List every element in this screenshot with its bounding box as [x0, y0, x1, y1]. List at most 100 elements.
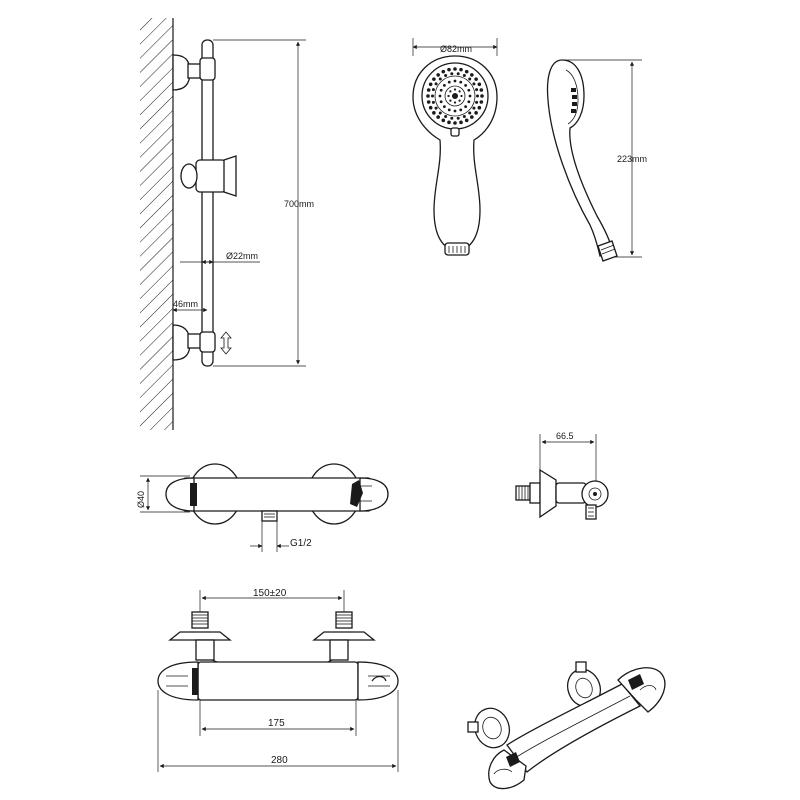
left-inlet [168, 611, 232, 661]
front-temperature-knob [157, 661, 199, 701]
spray-nozzle [438, 94, 442, 98]
riser-rail [201, 39, 214, 367]
isometric-body [506, 683, 642, 773]
elbow-flange [539, 468, 557, 519]
spray-nozzle [449, 99, 452, 102]
wall-offset-label: 46mm [173, 299, 198, 309]
spray-nozzle [431, 94, 434, 98]
spray-nozzle [462, 74, 466, 78]
spray-nozzle [428, 82, 433, 87]
spray-nozzle [467, 100, 471, 104]
spray-nozzle [470, 73, 474, 77]
spray-nozzle [434, 106, 438, 110]
front-flow-knob [357, 661, 399, 701]
spray-nozzle [459, 67, 463, 72]
spray-nozzle [436, 115, 440, 119]
spray-nozzle [453, 101, 457, 104]
outlet-connector [261, 510, 278, 522]
spray-nozzle [439, 88, 443, 92]
spray-nozzle [476, 94, 479, 98]
spray-nozzle [453, 88, 457, 91]
adjust-arrow-icon [220, 331, 232, 355]
slider-bracket [180, 155, 237, 197]
spray-nozzle [426, 88, 431, 92]
spray-nozzle [453, 79, 457, 83]
bar-diameter-label: Ø22mm [226, 251, 258, 261]
spray-nozzle [447, 108, 451, 112]
spray-nozzle [477, 82, 482, 87]
spray-nozzle [444, 74, 448, 78]
spray-nozzle [447, 67, 451, 72]
spray-nozzle [438, 77, 442, 81]
spray-nozzle [477, 105, 482, 110]
valve-front-view: 150±20 [157, 588, 399, 772]
spray-nozzle [456, 116, 460, 120]
spray-nozzle [431, 88, 435, 92]
handset-side-view: 223mm [546, 59, 647, 262]
spray-nozzle [436, 73, 440, 77]
spray-nozzle [467, 88, 471, 92]
spray-nozzle [444, 114, 448, 118]
elbow-depth-label: 66.5 [556, 431, 574, 441]
body-length-label: 175 [268, 718, 285, 729]
spray-nozzle [475, 100, 479, 104]
spray-nozzle [459, 120, 463, 125]
handset-length-label: 223mm [617, 154, 647, 164]
spray-nozzle [468, 111, 472, 115]
right-inlet [312, 611, 376, 661]
spray-nozzle [480, 94, 484, 98]
spray-nozzle [459, 80, 463, 84]
spray-nozzle [442, 83, 446, 87]
spray-nozzle [460, 94, 463, 98]
spray-nozzle [426, 100, 431, 104]
centres-label: 150±20 [253, 588, 287, 599]
spray-nozzle [479, 100, 484, 104]
spray-nozzle [441, 118, 446, 123]
spray-nozzle [474, 77, 478, 81]
thread-size-label: G1/2 [290, 538, 312, 549]
spray-nozzle [431, 100, 435, 104]
spray-nozzle [438, 111, 442, 115]
spray-nozzle [458, 99, 461, 102]
spray-nozzle [428, 105, 433, 110]
isometric-flow-knob [617, 667, 666, 713]
head-diameter-label: Ø82mm [440, 44, 472, 54]
spray-nozzle [464, 105, 468, 109]
handset-profile [546, 59, 614, 257]
spray-nozzle [458, 90, 461, 93]
spray-nozzle [453, 121, 457, 125]
spray-nozzle [434, 82, 438, 86]
wall-hatching [140, 18, 173, 430]
spray-nozzle [459, 108, 463, 112]
spray-nozzle [462, 114, 466, 118]
spray-nozzle [442, 105, 446, 109]
spray-nozzle [468, 77, 472, 81]
spray-nozzle [449, 90, 452, 93]
spray-nozzle [472, 82, 476, 86]
spray-nozzle [475, 88, 479, 92]
spray-nozzle [479, 88, 484, 92]
rail-height-label: 700mm [284, 199, 314, 209]
temperature-knob [165, 477, 195, 512]
rail-kit-view: 700mm Ø22mm 46mm [140, 18, 314, 430]
handset-front-view: Ø82mm [412, 38, 498, 256]
spray-nozzle [432, 77, 436, 81]
spray-nozzle [474, 111, 478, 115]
spray-nozzle [468, 94, 472, 98]
spray-nozzle [447, 120, 451, 125]
overall-length-label: 280 [271, 755, 288, 766]
spray-nozzle [470, 115, 474, 119]
valve-isometric-view [467, 661, 666, 790]
flow-knob [359, 477, 389, 512]
spray-nozzle [450, 116, 454, 120]
spray-nozzle [453, 109, 457, 113]
spray-nozzle [447, 94, 450, 98]
spray-nozzle [464, 118, 469, 123]
elbow-view: 66.5 [515, 431, 609, 520]
valve-body-front [197, 661, 359, 701]
valve-side-view: Ø40 G1/2 [136, 463, 389, 552]
spray-nozzle [450, 72, 454, 76]
spray-nozzle [441, 69, 446, 74]
spray-nozzle [439, 100, 443, 104]
